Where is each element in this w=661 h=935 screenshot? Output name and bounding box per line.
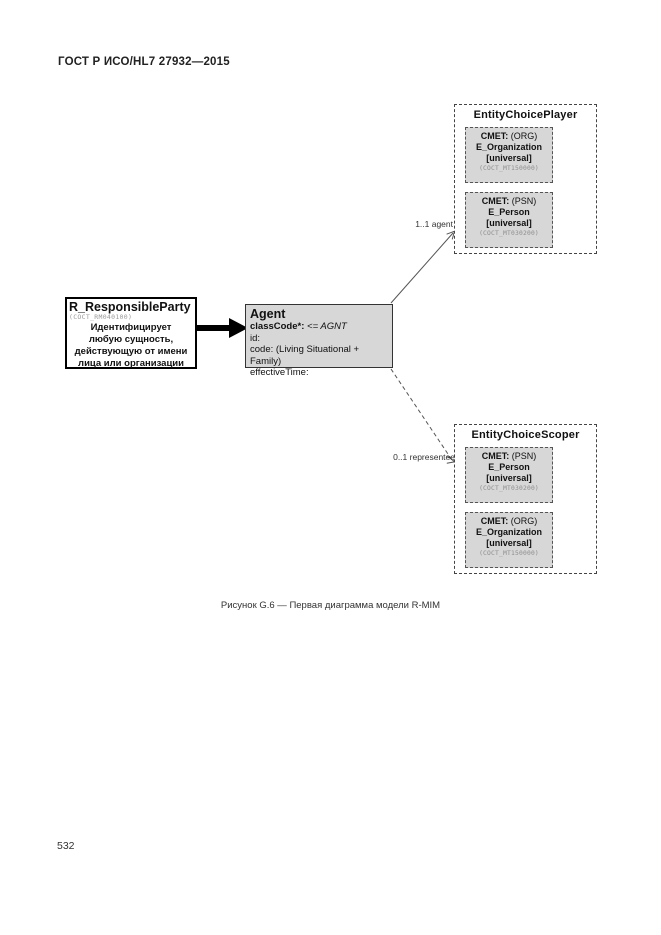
page-number: 532 — [57, 840, 75, 852]
cmet-code: (COCT_MT150000) — [479, 165, 539, 172]
player-connector-line — [390, 230, 456, 304]
entity-choice-scoper-title: EntityChoiceScoper — [471, 429, 580, 441]
agent-class-box: Agent classCode*: <= AGNT id: code: (Liv… — [245, 304, 393, 378]
figure-caption: Рисунок G.6 — Первая диаграмма модели R-… — [220, 600, 441, 611]
agent-classcode-attr: classCode*: <= AGNT — [250, 321, 388, 333]
association-arrow — [190, 318, 248, 338]
cmet-name: E_Person — [488, 462, 530, 472]
representee-multiplicity-label: 0..1 representee — [393, 452, 455, 462]
cmet-universal: [universal] — [486, 218, 532, 228]
cmet-box-scoper-person: CMET: (PSN) E_Person [universal] (COCT_M… — [465, 447, 553, 503]
cmet-label: CMET: — [480, 131, 509, 141]
cmet-code: (COCT_MT030200) — [479, 230, 539, 237]
cmet-header: CMET: (ORG) — [466, 131, 552, 142]
representee-connector-line — [390, 368, 457, 464]
agent-classcode-value: <= AGNT — [307, 321, 347, 332]
document-header: ГОСТ Р ИСО/HL7 27932—2015 — [58, 56, 230, 68]
cmet-label: CMET: — [480, 516, 509, 526]
responsible-party-code: (COCT_RM040100) — [69, 313, 133, 321]
cmet-box-player-person: CMET: (PSN) E_Person [universal] (COCT_M… — [465, 192, 553, 248]
agent-effectivetime-attr: effectiveTime: — [250, 367, 309, 378]
cmet-universal: [universal] — [486, 473, 532, 483]
desc-line-3: действующую от имени — [74, 346, 188, 357]
desc-line-1: Идентифицирует — [90, 322, 172, 333]
responsible-party-title: R_ResponsibleParty — [69, 300, 191, 314]
cmet-type: (ORG) — [510, 516, 538, 526]
cmet-universal: [universal] — [486, 153, 532, 163]
responsible-party-description: Идентифицирует любую сущность, действующ… — [69, 322, 193, 370]
agent-multiplicity-label: 1..1 agent — [415, 219, 453, 229]
cmet-name: E_Person — [488, 207, 530, 217]
agent-classcode-label: classCode*: — [250, 321, 305, 332]
cmet-header: CMET: (ORG) — [466, 516, 552, 527]
cmet-type: (ORG) — [510, 131, 538, 141]
cmet-universal: [universal] — [486, 538, 532, 548]
cmet-header: CMET: (PSN) — [466, 196, 552, 207]
cmet-name: E_Organization — [475, 527, 542, 537]
agent-title: Agent — [250, 307, 286, 321]
cmet-label: CMET: — [481, 196, 510, 206]
cmet-label: CMET: — [481, 451, 510, 461]
agent-code-attr: code: (Living Situational + Family) — [250, 344, 360, 367]
entity-choice-scoper-box: EntityChoiceScoper CMET: (PSN) E_Person … — [454, 424, 597, 574]
responsible-party-box: R_ResponsibleParty (COCT_RM040100) Идент… — [65, 297, 197, 369]
desc-line-2: любую сущность, — [88, 334, 174, 345]
cmet-code: (COCT_MT030200) — [479, 485, 539, 492]
entity-choice-player-title: EntityChoicePlayer — [473, 109, 578, 121]
entity-choice-player-box: EntityChoicePlayer CMET: (ORG) E_Organiz… — [454, 104, 597, 254]
cmet-box-scoper-organization: CMET: (ORG) E_Organization [universal] (… — [465, 512, 553, 568]
desc-line-4: лица или организации — [78, 358, 184, 369]
cmet-type: (PSN) — [511, 196, 537, 206]
agent-id-attr: id: — [250, 332, 261, 344]
cmet-box-player-organization: CMET: (ORG) E_Organization [universal] (… — [465, 127, 553, 183]
cmet-name: E_Organization — [475, 142, 542, 152]
cmet-header: CMET: (PSN) — [466, 451, 552, 462]
cmet-code: (COCT_MT150000) — [479, 550, 539, 557]
cmet-type: (PSN) — [511, 451, 537, 461]
